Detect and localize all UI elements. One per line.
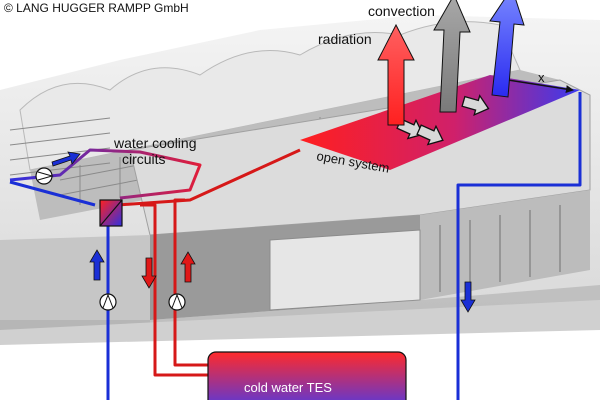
left-lower-building: [0, 235, 150, 330]
roof-flow-arrow: [461, 94, 490, 117]
lawn: [0, 285, 600, 345]
circuits-label: circuits: [122, 151, 166, 167]
roof-return-pipe: [456, 92, 582, 400]
pump-icon: [35, 167, 53, 185]
radiation-arrow: [377, 23, 415, 126]
flow-arrow: [51, 151, 81, 167]
side-facade: [420, 190, 590, 300]
pump-icon-symbol: [102, 293, 114, 309]
cooling-circuit-return: [9, 180, 96, 207]
open-system-surface: [300, 75, 580, 170]
flow-arrow: [180, 251, 196, 283]
pipe-flow-arrows: [51, 151, 476, 313]
tes-pipe-2: [173, 198, 210, 367]
pump-icon: [168, 293, 186, 311]
main-windows: [439, 205, 561, 292]
pumps: [35, 167, 186, 311]
flow-arrow: [141, 257, 157, 289]
radiation-label: radiation: [318, 31, 372, 47]
pump-icon: [99, 293, 117, 311]
pump-icon-symbol: [171, 293, 183, 309]
convection-label: convection: [368, 3, 435, 19]
heat-exchanger: [99, 199, 123, 227]
copyright-text: © LANG HUGGER RAMPP GmbH: [4, 1, 189, 15]
flow-arrow: [460, 281, 476, 313]
pipes: [9, 92, 582, 400]
flow-arrow: [89, 249, 105, 281]
convection-arrow: [433, 0, 471, 113]
supply-pipe-roof: [117, 148, 301, 207]
x-axis-label: x: [538, 70, 545, 85]
tes-label: cold water TES: [244, 380, 332, 395]
entrance-block: [269, 229, 421, 311]
tes-pipe-1: [140, 203, 210, 377]
pump-icon-symbol: [37, 171, 54, 181]
roof-flow-arrow: [416, 124, 444, 146]
tes-tank: [207, 351, 407, 400]
cooling-circuit-loop: [9, 148, 202, 200]
water-cooling-label: water cooling: [113, 135, 197, 151]
evaporation-arrow: [489, 0, 525, 98]
roof-flow-arrows: [396, 94, 490, 146]
